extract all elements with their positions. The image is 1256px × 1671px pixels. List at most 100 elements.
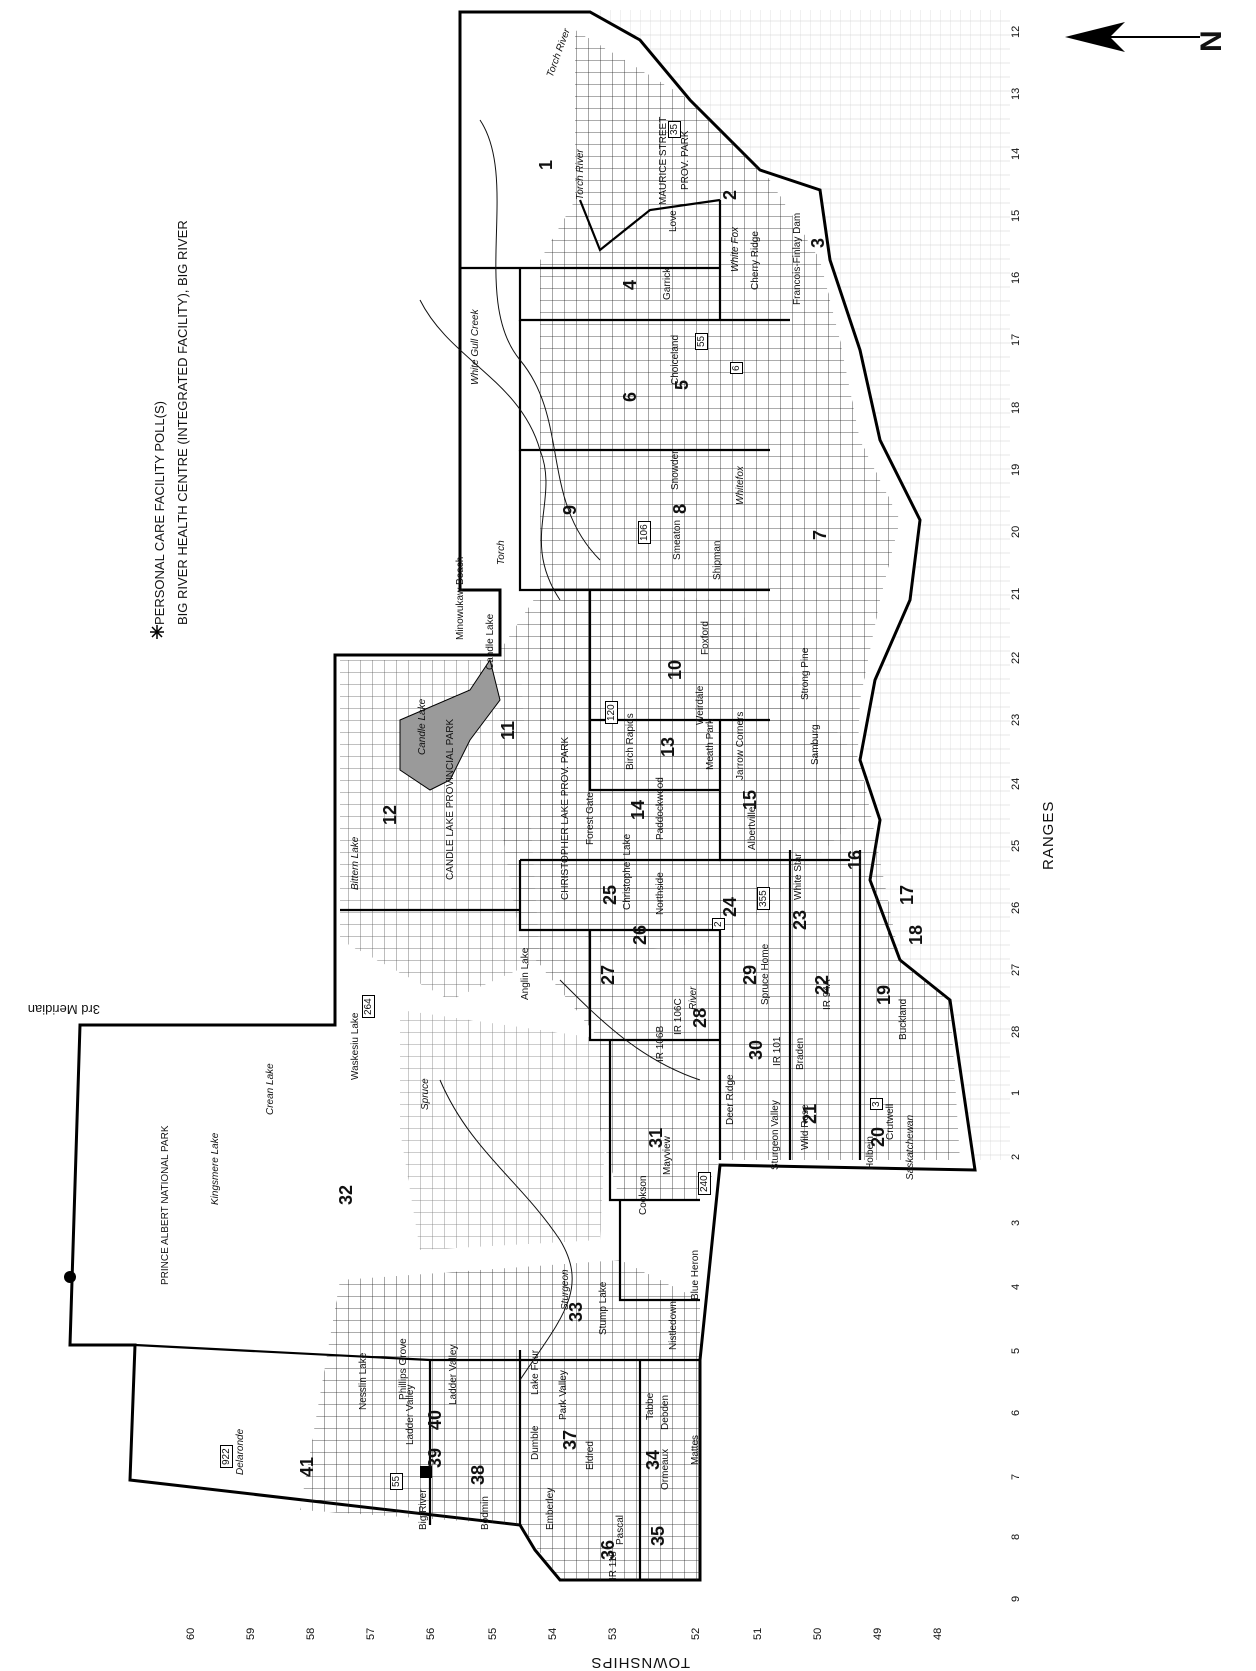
place-label: Anglin Lake <box>520 947 531 1000</box>
place-label: White Gull Creek <box>470 309 481 385</box>
place-label: Waskesiu Lake <box>350 1012 361 1080</box>
highway-shield: 106 <box>638 521 651 544</box>
place-label: Tabbe <box>645 1392 656 1420</box>
place-label: White Fox <box>730 226 741 272</box>
place-label: Foxford <box>700 621 711 655</box>
poll-number: 38 <box>468 1464 488 1485</box>
legend-facility-label: BIG RIVER HEALTH CENTRE (INTEGRATED FACI… <box>175 220 190 625</box>
poll-number: 2 <box>720 189 740 200</box>
place-label: Minowukaw Beach <box>455 556 466 640</box>
place-label: Dumble <box>530 1425 541 1460</box>
place-label: Samburg <box>810 724 821 765</box>
highway-shield: 35 <box>668 120 681 138</box>
poll-number: 18 <box>906 924 926 945</box>
range-tick: 2 <box>1010 1153 1022 1160</box>
highway-shield: 55 <box>695 332 708 350</box>
township-tick: 56 <box>425 1627 437 1640</box>
range-tick: 6 <box>1010 1409 1022 1416</box>
poll-number: 17 <box>897 884 917 905</box>
place-label: Shipman <box>712 540 723 580</box>
poll-number: 29 <box>740 964 760 985</box>
poll-number: 26 <box>630 924 650 945</box>
meridian-label: 3rd Meridian <box>27 1002 100 1017</box>
township-grid-b <box>500 590 960 1200</box>
poll-number: 10 <box>665 659 685 680</box>
ranges-title: RANGES <box>1040 800 1057 870</box>
highway-shield: 264 <box>362 995 375 1018</box>
place-label: Strong Pine <box>800 647 811 700</box>
place-label: Garrick <box>662 267 673 300</box>
poll-number: 19 <box>874 984 894 1005</box>
highway-shield: 2 <box>712 918 725 930</box>
place-label: IR 101 <box>772 1036 783 1066</box>
range-tick: 25 <box>1010 839 1022 852</box>
township-tick: 48 <box>932 1627 944 1640</box>
range-tick: 22 <box>1010 651 1022 664</box>
range-tick: 13 <box>1010 87 1022 100</box>
highway-shield: 6 <box>730 362 743 374</box>
poll-number: 14 <box>628 799 648 820</box>
north-letter: N <box>1195 30 1228 52</box>
poll-number: 13 <box>658 736 678 757</box>
candle-lake-shape <box>399 658 501 791</box>
place-label: IR 106B <box>655 1025 666 1062</box>
place-label: Bittern Lake <box>350 836 361 890</box>
place-label: Eldred <box>585 1441 596 1470</box>
place-label: Love <box>668 210 679 232</box>
township-tick: 53 <box>607 1627 619 1640</box>
place-label: Spruce Home <box>760 943 771 1005</box>
highway-shield: 55 <box>390 1472 403 1490</box>
range-tick: 27 <box>1010 963 1022 976</box>
poll-number: 4 <box>620 279 640 290</box>
place-label: Ormeaux <box>660 1448 671 1490</box>
highway-shield: 355 <box>757 887 770 910</box>
place-label: Sturgeon Valley <box>770 1100 781 1170</box>
range-tick: 21 <box>1010 587 1022 600</box>
park-marker <box>64 1271 76 1283</box>
place-label: Candle Lake <box>485 613 496 670</box>
range-tick: 18 <box>1010 401 1022 414</box>
place-label: Saskatchewan <box>905 1114 916 1180</box>
place-label: Crean Lake <box>265 1063 276 1115</box>
place-label: Stump Lake <box>598 1281 609 1335</box>
place-label: Holbein <box>865 1136 876 1170</box>
place-label: Phillips Grove <box>398 1338 409 1400</box>
poll-number: 8 <box>670 503 690 514</box>
place-label: Candle Lake <box>417 698 428 755</box>
highway-shield: 120 <box>605 701 618 724</box>
place-label: Debden <box>660 1394 671 1430</box>
poll-number: 6 <box>620 391 640 402</box>
place-label: Nistledown <box>668 1301 679 1350</box>
poll-number: 41 <box>297 1456 317 1477</box>
poll-number: 7 <box>810 529 830 540</box>
highway-shield: 3 <box>870 1098 883 1110</box>
poll-number: 9 <box>560 504 580 515</box>
poll-number: 27 <box>598 964 618 985</box>
place-label: IR 106C <box>673 998 684 1035</box>
township-tick: 59 <box>245 1627 257 1640</box>
range-tick: 4 <box>1010 1283 1022 1290</box>
poll-number: 25 <box>600 884 620 905</box>
poll-number: 35 <box>648 1525 668 1546</box>
place-label: Crutwell <box>885 1103 896 1140</box>
place-label: White Star <box>793 853 804 900</box>
place-label: Ladder Valley <box>448 1344 459 1405</box>
place-label: Francois-Finlay Dam <box>792 212 803 305</box>
place-label: Spruce <box>420 1078 431 1110</box>
poll-number: 16 <box>845 849 865 870</box>
poll-number: 1 <box>536 159 556 170</box>
place-label: Northside <box>655 872 666 915</box>
place-label: Whitefox <box>735 466 746 505</box>
range-tick: 24 <box>1010 777 1022 790</box>
place-label: Paddockwood <box>655 777 666 840</box>
township-tick: 51 <box>752 1627 764 1640</box>
place-label: Christopher Lake <box>622 833 633 910</box>
place-label: Delaronde <box>235 1428 246 1475</box>
place-label: CHRISTOPHER LAKE PROV. PARK <box>560 736 571 900</box>
poll-number: 24 <box>720 896 740 917</box>
poll-number: 12 <box>380 804 400 825</box>
township-grid-c <box>340 660 540 1000</box>
range-tick: 7 <box>1010 1473 1022 1480</box>
townships-title: TOWNSHIPS <box>590 1654 690 1671</box>
